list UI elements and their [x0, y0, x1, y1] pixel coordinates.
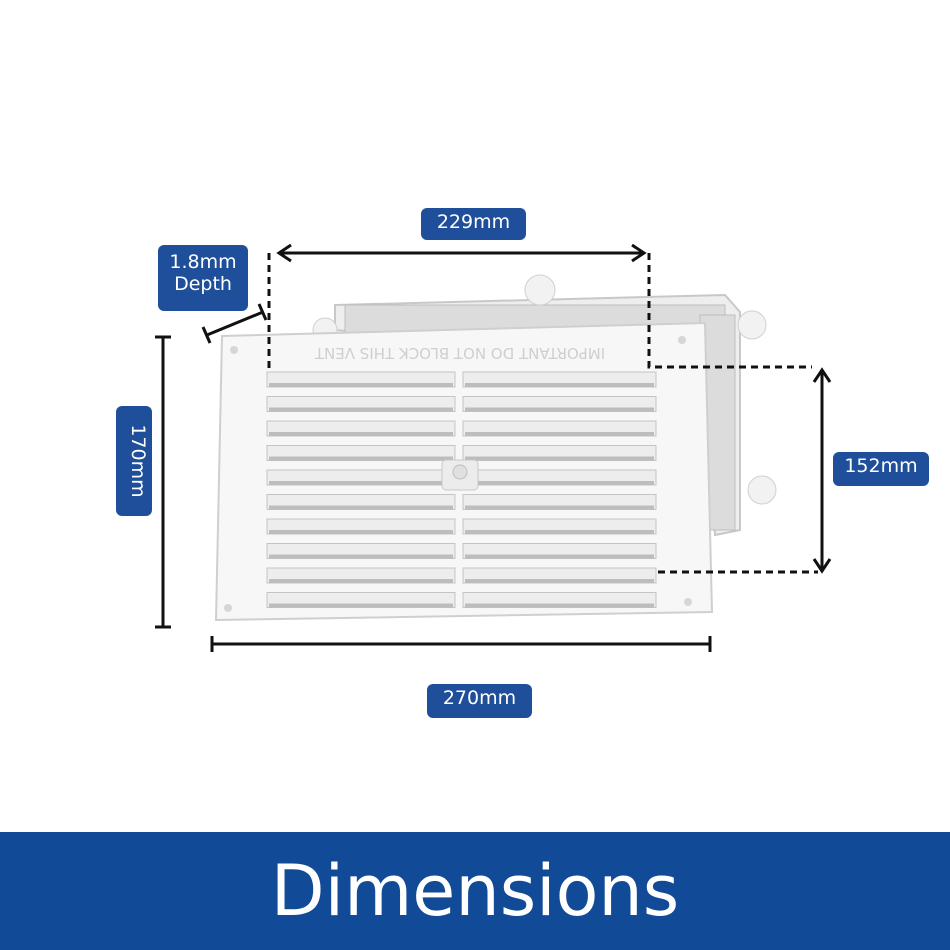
louvre-shadow	[465, 432, 654, 436]
louvre-shadow	[269, 407, 453, 412]
louvre-shadow	[465, 456, 654, 461]
outer-width-label: 270mm	[427, 684, 532, 718]
louvre-shadow	[465, 554, 654, 559]
footer-title: Dimensions	[270, 850, 680, 932]
depth-value: 1.8mm	[169, 251, 237, 273]
depth-marker	[206, 310, 264, 337]
louvre-shadow	[269, 530, 453, 534]
dimension-lines	[155, 243, 832, 652]
inner-width-label: 229mm	[421, 208, 526, 240]
front-louvre-panel: IMPORTANT DO NOT BLOCK THIS VENT	[214, 321, 714, 622]
louvre-shadow	[269, 481, 453, 485]
louvre-shadow	[269, 456, 453, 461]
depth-caption: Depth	[174, 273, 232, 295]
louvre-shadow	[269, 505, 453, 510]
vent-dimension-diagram: IMPORTANT DO NOT BLOCK THIS VENT	[155, 243, 832, 652]
vent-warning-text: IMPORTANT DO NOT BLOCK THIS VENT	[314, 344, 605, 362]
louvre-slats	[266, 371, 657, 608]
outer-height-label: 170mm	[116, 406, 152, 516]
louvre-shadow	[465, 579, 654, 583]
louvre-shadow	[269, 554, 453, 559]
louvre-shadow	[465, 530, 654, 534]
louvre-shadow	[465, 505, 654, 510]
louvre-shadow	[269, 432, 453, 436]
louvre-shadow	[269, 603, 453, 608]
louvre-shadow	[269, 383, 453, 387]
inner-height-label: 152mm	[833, 452, 929, 486]
louvre-shadow	[465, 603, 654, 608]
louvre-shadow	[465, 383, 654, 387]
depth-label: 1.8mm Depth	[158, 245, 248, 311]
louvre-shadow	[465, 407, 654, 412]
louvre-shadow	[269, 579, 453, 583]
footer-banner: Dimensions	[0, 832, 950, 950]
louvre-shadow	[465, 481, 654, 485]
